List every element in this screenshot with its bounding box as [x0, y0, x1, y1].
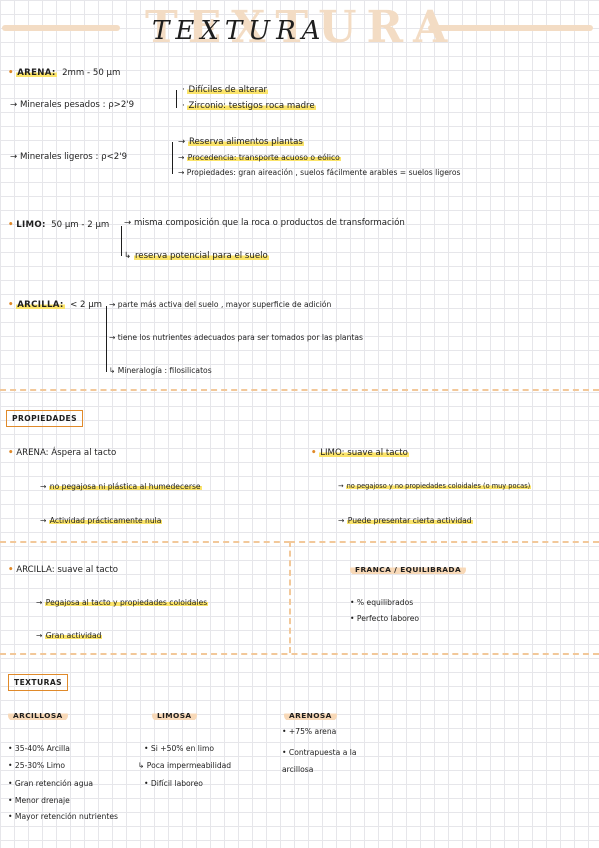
texturas-heading: TEXTURAS: [8, 674, 68, 691]
prop-limo-item-1: → no pegajoso y no propiedades coloidale…: [338, 482, 532, 490]
arcillosa-item-5: • Mayor retención nutrientes: [8, 812, 118, 821]
limo-label: LIMO:: [16, 220, 46, 230]
arcillosa-item-1: • 35-40% Arcilla: [8, 744, 70, 753]
franca-item-1: • % equilibrados: [350, 598, 414, 607]
arcillosa-item-4: • Menor drenaje: [8, 796, 70, 805]
arcilla-label: ARCILLA:: [16, 300, 65, 310]
arcillosa-heading: ARCILLOSA: [8, 710, 68, 721]
arcillosa-item-2: • 25-30% Limo: [8, 761, 65, 770]
limosa-item-2: ↳ Poca impermeabilidad: [138, 761, 232, 770]
ligeros-item-3: → Propiedades: gran aireación , suelos f…: [178, 168, 461, 177]
ligeros-item-1: → Reserva alimentos plantas: [178, 137, 304, 147]
prop-arena-line: • ARENA: Áspera al tacto: [8, 448, 117, 458]
arcilla-item-2: → tiene los nutrientes adecuados para se…: [109, 333, 363, 342]
title-bar-right: [428, 25, 593, 31]
franca-heading: FRANCA / EQUILIBRADA: [350, 564, 467, 575]
arenosa-item-1: • +75% arena: [282, 727, 337, 736]
arena-size: 2mm - 50 µm: [62, 68, 121, 78]
propiedades-heading: PROPIEDADES: [6, 410, 83, 427]
arcillosa-item-3: • Gran retención agua: [8, 779, 93, 788]
pesados-item-2: · Zirconio: testigos roca madre: [182, 101, 316, 111]
arcilla-bracket: [106, 306, 107, 372]
limosa-item-3: • Difícil laboreo: [144, 779, 203, 788]
ligeros-line: → Minerales ligeros : ρ<2'9: [10, 152, 128, 162]
prop-arcilla-item-1: → Pegajosa al tacto y propiedades coloid…: [36, 598, 209, 607]
arena-label: ARENA:: [16, 68, 57, 78]
limosa-heading: LIMOSA: [152, 710, 197, 721]
limo-bracket: [121, 226, 122, 256]
pesados-bracket: [176, 90, 177, 108]
ligeros-item-2: → Procedencia: transporte acuoso o eólic…: [178, 153, 341, 162]
ligeros-bracket: [172, 142, 173, 174]
ligeros-label: Minerales ligeros : ρ<2'9: [19, 152, 128, 162]
arcilla-item-1: → parte más activa del suelo , mayor sup…: [109, 300, 332, 309]
title-shadow: TEXTURA: [145, 2, 458, 53]
arcilla-item-3: ↳ Mineralogía : filosilicatos: [109, 366, 212, 375]
separator-1: [0, 389, 599, 391]
franca-item-2: • Perfecto laboreo: [350, 614, 420, 623]
separator-3: [289, 541, 291, 653]
pesados-line: → Minerales pesados : ρ>2'9: [10, 100, 135, 110]
prop-arcilla-item-2: → Gran actividad: [36, 631, 103, 640]
prop-arena-item-2: → Actividad prácticamente nula: [40, 516, 163, 525]
prop-arcilla-line: • ARCILLA: suave al tacto: [8, 565, 118, 575]
limo-line: • LIMO: 50 µm - 2 µm: [8, 220, 110, 230]
prop-limo-item-2: → Puede presentar cierta actividad: [338, 516, 473, 525]
prop-arena-item-1: → no pegajosa ni plástica al humedecerse: [40, 482, 202, 491]
separator-4: [289, 541, 599, 543]
arenosa-heading: ARENOSA: [284, 710, 337, 721]
prop-limo-line: • LIMO: suave al tacto: [311, 448, 409, 458]
separator-2: [0, 541, 290, 543]
page-title: TEXTURA: [152, 16, 327, 46]
arena-line: • ARENA: 2mm - 50 µm: [8, 68, 121, 78]
pesados-label: Minerales pesados : ρ>2'9: [19, 100, 135, 110]
arcilla-line: • ARCILLA: < 2 µm: [8, 300, 103, 310]
limo-size: 50 µm - 2 µm: [51, 220, 110, 230]
limosa-item-1: • Si +50% en limo: [144, 744, 215, 753]
arenosa-item-2: • Contrapuesta a la arcillosa: [282, 748, 357, 774]
limo-item-2: ↳ reserva potencial para el suelo: [124, 251, 269, 261]
separator-5: [0, 653, 599, 655]
arcilla-size: < 2 µm: [70, 300, 103, 310]
limo-item-1: → misma composición que la roca o produc…: [124, 218, 405, 228]
title-bar-left: [2, 25, 120, 31]
pesados-item-1: · Difíciles de alterar: [182, 85, 269, 95]
